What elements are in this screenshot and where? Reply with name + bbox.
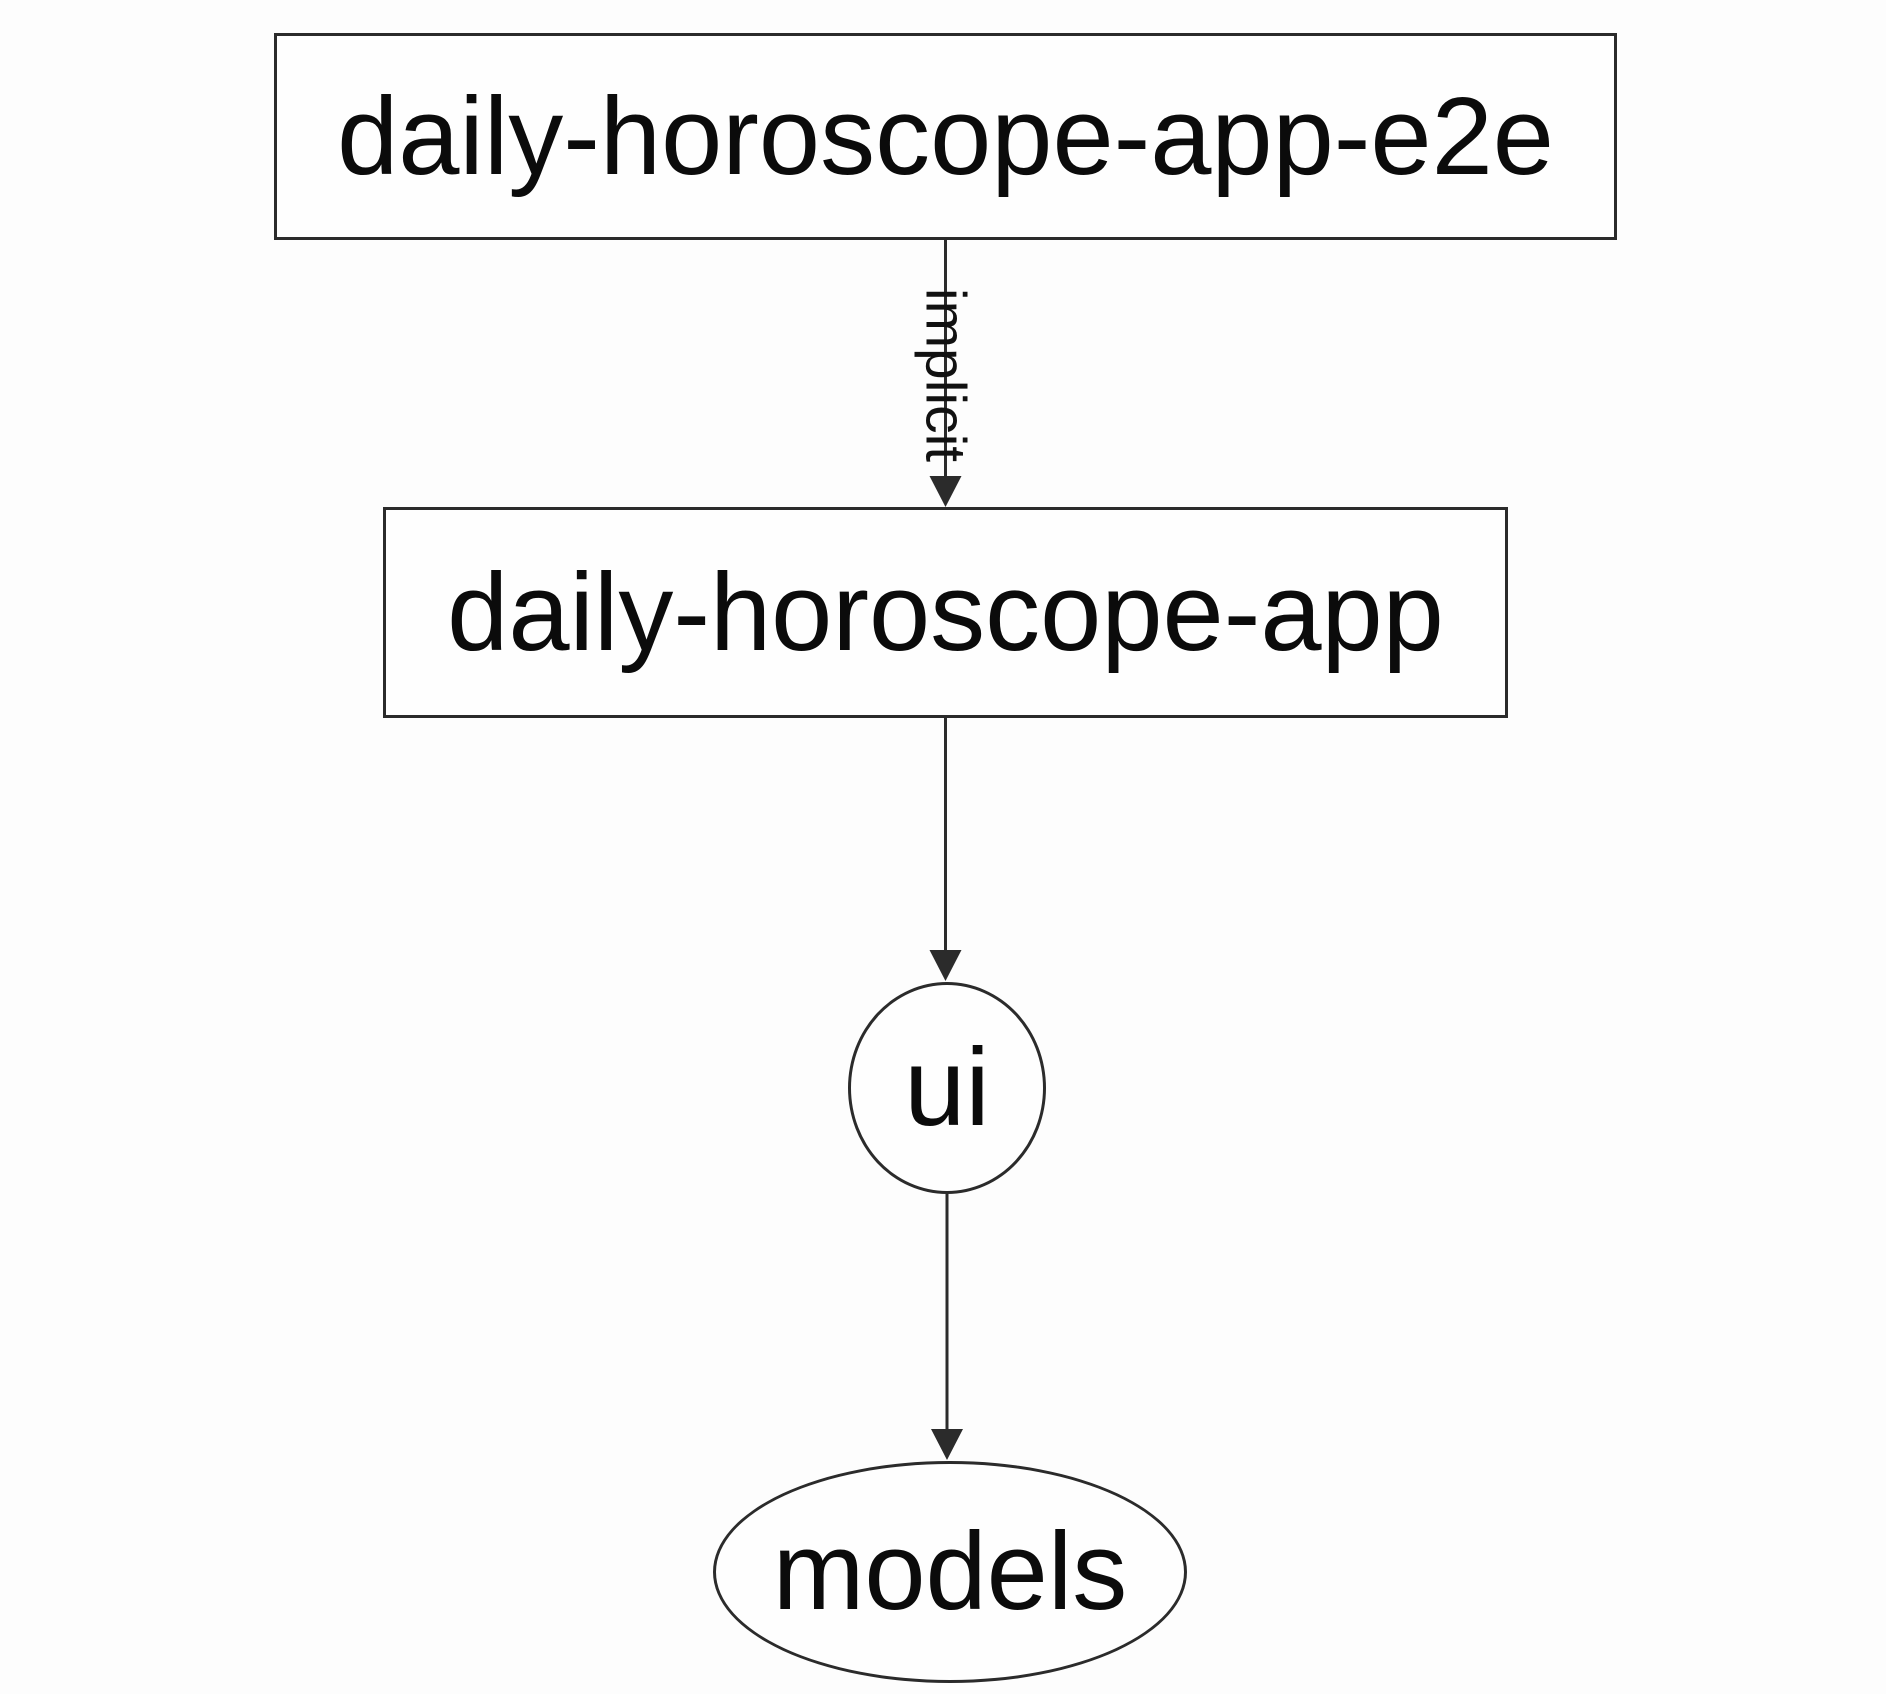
- node-daily-horoscope-app[interactable]: daily-horoscope-app: [383, 507, 1508, 718]
- node-models[interactable]: models: [713, 1461, 1187, 1683]
- edge-app-to-ui: [929, 718, 962, 981]
- node-models-label: models: [772, 1510, 1128, 1633]
- arrowhead-app-to-ui: [929, 950, 962, 981]
- edge-ui-to-models: [931, 1194, 963, 1460]
- edge-label-implicit: implicit: [913, 287, 978, 463]
- node-daily-horoscope-app-label: daily-horoscope-app: [447, 550, 1444, 674]
- node-daily-horoscope-app-e2e-label: daily-horoscope-app-e2e: [337, 74, 1554, 198]
- node-daily-horoscope-app-e2e[interactable]: daily-horoscope-app-e2e: [274, 33, 1617, 240]
- arrowhead-e2e-to-app: [929, 476, 962, 507]
- node-ui[interactable]: ui: [848, 982, 1046, 1194]
- node-ui-label: ui: [904, 1026, 990, 1149]
- arrowhead-ui-to-models: [931, 1429, 963, 1460]
